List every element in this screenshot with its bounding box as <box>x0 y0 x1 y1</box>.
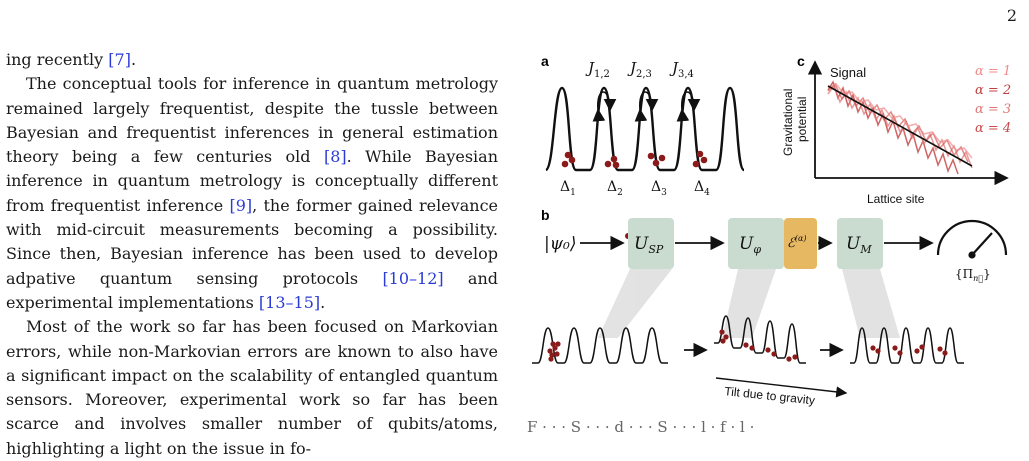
paragraph-1: The conceptual tools for inference in qu… <box>6 74 499 312</box>
panel-b-label: b <box>541 207 550 223</box>
meter-label: {Πn⃗} <box>955 267 991 283</box>
meter-icon <box>936 219 1008 259</box>
legend-alpha-4: α = 4 <box>975 121 1011 136</box>
input-state: |ψ₀⟩ <box>544 234 577 254</box>
legend-alpha-3: α = 3 <box>975 102 1011 117</box>
detuning-label: Δ4 <box>694 179 710 198</box>
atoms <box>561 150 708 169</box>
panel-a-label: a <box>541 53 549 69</box>
citation-link[interactable]: [10–12] <box>382 268 444 288</box>
signal-traces <box>827 80 973 175</box>
projection-wedges <box>598 269 900 338</box>
svg-text:UM: UM <box>846 234 872 256</box>
gate-noise: ℰ(α) <box>784 218 817 269</box>
citation-link[interactable]: [7] <box>108 50 131 69</box>
gate-m: UM <box>837 218 883 269</box>
svg-text:ℰ(α): ℰ(α) <box>787 234 807 251</box>
signal-label: Signal <box>830 65 866 80</box>
citation-link[interactable]: [13–15] <box>258 292 321 312</box>
legend-alpha-2: α = 2 <box>975 83 1011 98</box>
lattice-tilted <box>714 315 806 364</box>
coupling-label: J1,2 <box>585 59 610 80</box>
lattice-final <box>850 327 964 364</box>
coupling-label: J3,4 <box>669 59 694 80</box>
body-text-column: ing recently [7]. The conceptual tools f… <box>6 48 498 461</box>
lattice-potential <box>544 86 746 172</box>
signal-mean-line <box>827 85 973 167</box>
citation-link[interactable]: [8] <box>323 147 347 167</box>
detuning-label: Δ3 <box>651 179 667 198</box>
tilt-arrow <box>715 377 848 398</box>
signal-axes <box>807 60 1009 186</box>
detuning-label: Δ1 <box>560 179 576 198</box>
citation-link[interactable]: [9] <box>229 195 253 215</box>
svg-text:Uφ: Uφ <box>739 234 761 256</box>
tunnelling-arrows <box>592 91 701 122</box>
coupling-label: J2,3 <box>627 59 652 80</box>
svg-text:USP: USP <box>634 234 664 256</box>
figure: a J1,2 J2,3 J3,4 Δ1 Δ2 Δ3 Δ4 Ui c Signal <box>532 53 1011 407</box>
signal-trace-alpha-2 <box>827 82 969 163</box>
signal-trace-alpha-3 <box>827 84 973 169</box>
gate-sp: USP <box>628 218 674 269</box>
detuning-label: Δ2 <box>607 179 623 198</box>
caption-fragment: F · · · S · · · d · · · S · · · l · f · … <box>527 418 755 436</box>
signal-trace-alpha-1 <box>827 83 973 159</box>
lattice-initial <box>532 327 668 364</box>
paragraph-2: Most of the work so far has been focused… <box>6 317 498 458</box>
y-axis-label: Gravitationalpotential <box>781 89 809 156</box>
x-axis-label: Lattice site <box>867 192 925 206</box>
paragraph-0: ing recently [7]. <box>6 50 137 69</box>
gate-phi: Uφ <box>728 218 784 269</box>
legend-alpha-1: α = 1 <box>975 64 1011 79</box>
page-number: 2 <box>1006 6 1017 25</box>
panel-c-label: c <box>797 53 805 69</box>
